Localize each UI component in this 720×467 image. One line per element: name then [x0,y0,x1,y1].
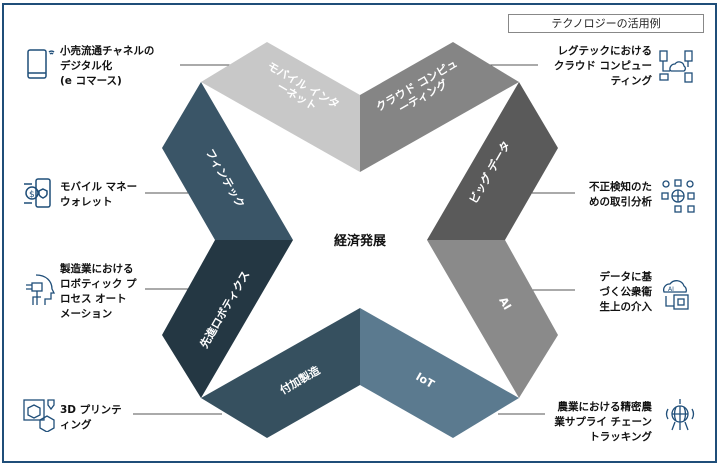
cloud-network-icon [659,50,693,83]
left-item-3d-printing: 3D プリンテ ィング [60,404,122,431]
globe-network-icon [661,179,695,213]
panel-cloud [360,42,519,172]
panel-fintech [162,82,293,240]
robot-head-icon [26,274,56,305]
panel-additive [201,308,360,438]
3d-printer-icon [23,399,55,432]
panel-mobile-internet [201,42,360,172]
right-item-regtech-cloud: レグテックにおける クラウド コンピュー ティング [553,45,652,87]
ai-chip-icon: AI [663,280,689,310]
svg-text:AI: AI [668,286,674,293]
left-item-rpa: 製造業における ロボティック プ ロセス オート メーション [60,263,137,320]
svg-text:$: $ [29,190,35,200]
diagram-title: テクノロジーの活用例 [508,14,704,33]
center-label: 経済発展 [333,234,386,249]
satellite-globe-icon [665,399,695,431]
panel-ai [427,240,558,398]
right-item-public-health: データに基 づく公衆衛 生上の介入 [599,271,653,313]
panel-robotics [162,240,293,398]
left-item-mobile-wallet: モバイル マネー ウォレット [60,181,138,208]
panel-iot [360,308,519,438]
right-item-agri-tracking: 農業における精密農 業サプライ チェーン トラッキング [554,401,652,443]
right-item-fraud-detection: 不正検知のた めの取引分析 [589,181,652,208]
mobile-wallet-icon: $ [24,178,51,208]
diagram-frame [2,3,717,463]
tablet-wifi-icon [27,49,55,79]
left-item-ecommerce: 小売流通チャネルの デジタル化 (e コマース) [60,45,155,87]
panel-big-data [427,82,558,240]
